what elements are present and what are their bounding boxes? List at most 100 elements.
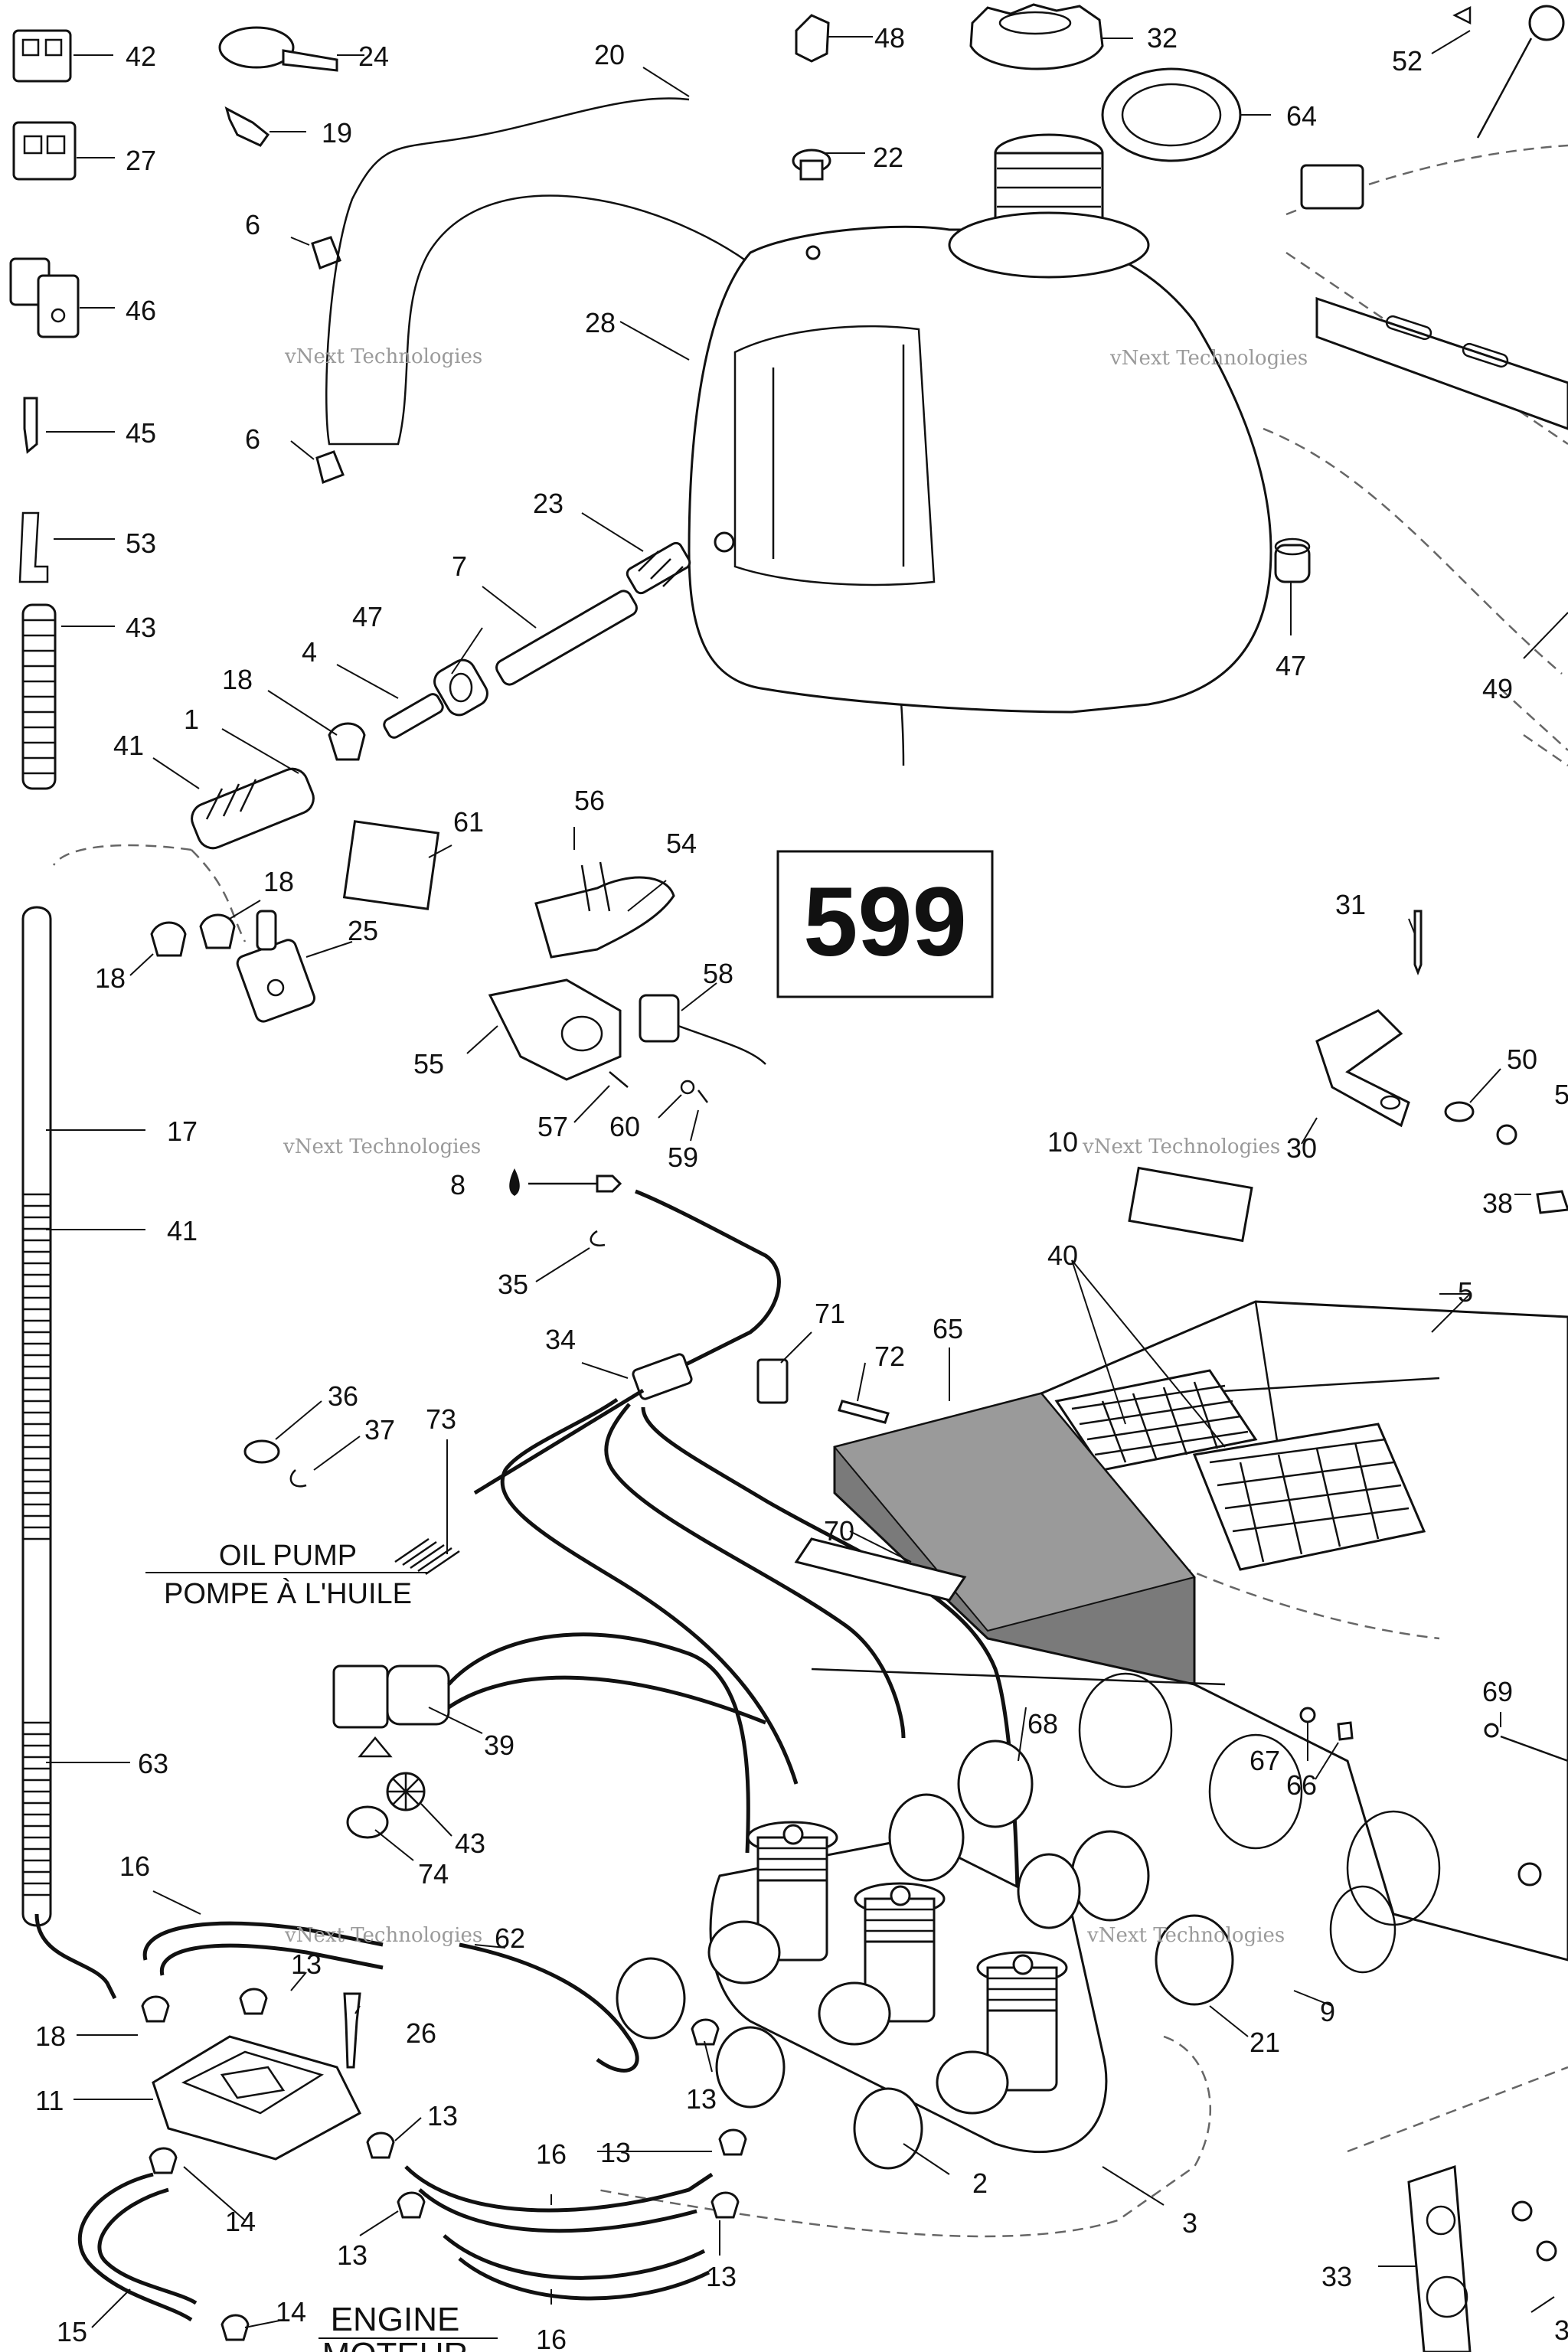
shut-off-valve-25: [236, 910, 316, 1023]
washer-50: [1444, 1101, 1475, 1122]
callout-25: 25: [348, 915, 378, 946]
callout-56: 56: [574, 785, 605, 816]
hose-16-upper: [142, 1921, 384, 1961]
callout-19: 19: [322, 117, 352, 149]
small-clamps-13: [239, 1988, 747, 2219]
callout-48: 48: [874, 22, 905, 54]
callout-33: 33: [1321, 2261, 1352, 2292]
boots-21: [888, 1740, 1234, 2006]
callout-6-b: 6: [245, 423, 260, 455]
callout-13-e: 13: [337, 2239, 368, 2271]
callout-34: 34: [545, 1324, 576, 1355]
callout-13-b: 13: [427, 2100, 458, 2132]
elbow-fitting-48: [795, 14, 830, 63]
callout-47-b: 47: [1276, 650, 1306, 681]
fuel-cap-32: [969, 3, 1104, 70]
callout-31: 31: [1335, 889, 1366, 920]
callout-13-c: 13: [686, 2083, 717, 2115]
diagram-number: 599: [803, 867, 967, 977]
callout-62: 62: [495, 1922, 525, 1954]
callout-13-f: 13: [706, 2261, 737, 2292]
callout-57: 57: [537, 1111, 568, 1142]
grommet-22: [792, 149, 831, 181]
oil-pump-fr-label: POMPE À L'HUILE: [164, 1577, 412, 1610]
callout-38-b: 38: [1554, 2314, 1568, 2346]
bracket-33: [1407, 2164, 1472, 2352]
grommet-47-right: [1274, 537, 1311, 583]
clamp-18-c: [150, 921, 187, 957]
screw-66: [1337, 1721, 1354, 1741]
callout-73: 73: [426, 1403, 456, 1435]
callout-16-a: 16: [119, 1851, 150, 1882]
nut-51: [1496, 1124, 1517, 1145]
callout-13-d: 13: [600, 2137, 631, 2168]
connector-46: [9, 257, 80, 338]
panel-68: [811, 1668, 1226, 1686]
callout-30: 30: [1286, 1132, 1317, 1164]
callout-16-b: 16: [536, 2138, 567, 2170]
label-61: [342, 820, 440, 910]
callout-13-a: 13: [291, 1949, 322, 1980]
filter-screen-40: [1054, 1369, 1426, 1571]
fuel-gauge-sender-52: [1300, 5, 1565, 210]
washer-67: [1299, 1707, 1316, 1723]
clip-53: [18, 511, 49, 583]
grommet-47-left: [433, 658, 488, 717]
callout-36: 36: [328, 1380, 358, 1412]
engine-label: ENGINE: [331, 2301, 460, 2338]
callout-63: 63: [138, 1748, 168, 1779]
callout-40: 40: [1047, 1240, 1078, 1271]
callout-58: 58: [703, 958, 733, 989]
callout-14-a: 14: [225, 2206, 256, 2237]
callout-18-c: 18: [95, 962, 126, 994]
connector-42: [12, 29, 72, 83]
plate-70: [794, 1537, 967, 1602]
callout-50: 50: [1507, 1044, 1537, 1075]
callout-5-b: 5: [1458, 1276, 1473, 1308]
callout-53: 53: [126, 528, 156, 559]
callout-1: 1: [184, 704, 199, 735]
fuel-filter-1: [191, 767, 315, 850]
grommet-right: [1517, 1862, 1542, 1886]
callout-43-b: 43: [455, 1828, 485, 1859]
callout-39: 39: [484, 1730, 514, 1761]
washer-60: [680, 1080, 695, 1095]
screw-26: [343, 1992, 361, 2069]
callout-72: 72: [874, 1341, 905, 1372]
screw-59: [697, 1089, 708, 1103]
callout-41-b: 41: [167, 1215, 198, 1246]
terminal-45: [23, 397, 38, 454]
engine-outline-dashed: [596, 2035, 1211, 2238]
hose-15: [77, 2172, 193, 2322]
clip-35: [590, 1230, 606, 1246]
connector-27: [12, 121, 77, 181]
washer-36: [243, 1439, 280, 1464]
fuel-line-dashed: [52, 844, 192, 866]
bolt-38-upper: [1536, 1190, 1568, 1214]
bracket-54: [534, 861, 675, 959]
callout-23: 23: [533, 488, 564, 519]
callout-60: 60: [609, 1111, 640, 1142]
fitting-23: [626, 541, 691, 595]
spring-73: [394, 1537, 460, 1576]
callout-3: 3: [1182, 2207, 1197, 2239]
clamp-14-a: [149, 2147, 178, 2174]
callout-15: 15: [57, 2316, 87, 2347]
callout-46: 46: [126, 295, 156, 326]
watermark-2: vNext Technologies: [1109, 347, 1308, 370]
housing-55: [488, 978, 622, 1081]
watermark-5: vNext Technologies: [284, 1924, 482, 1947]
nut-38-lower: [1511, 2200, 1533, 2222]
connector-4: [383, 693, 444, 739]
screw-57: [609, 1071, 629, 1088]
callout-59: 59: [668, 1142, 698, 1173]
callout-28: 28: [585, 307, 616, 338]
callout-4: 4: [302, 636, 317, 668]
carburetor-assembly-3: [707, 1821, 1108, 2154]
callout-45: 45: [126, 417, 156, 449]
screw-31: [1413, 910, 1423, 976]
callout-2: 2: [972, 2167, 988, 2199]
callout-17: 17: [167, 1116, 198, 1147]
tank-strap-49: [1315, 296, 1568, 430]
